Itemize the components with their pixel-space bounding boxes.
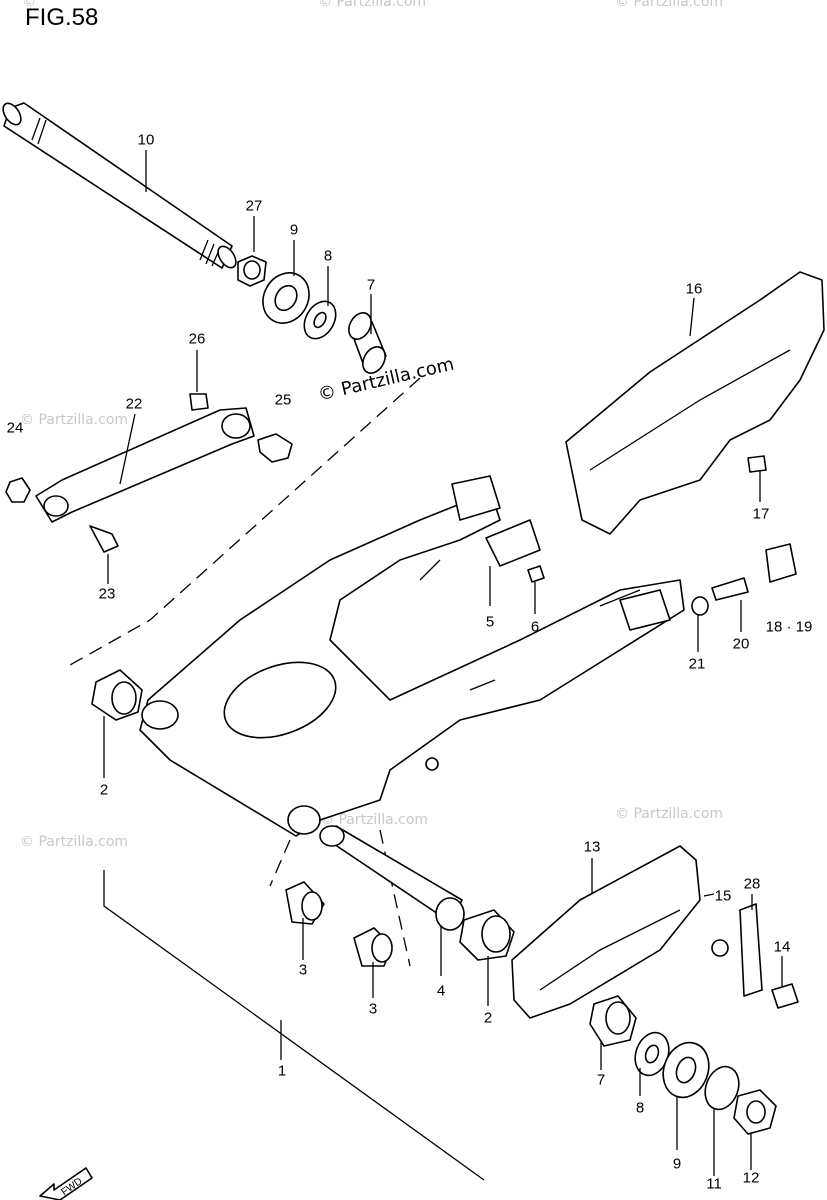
swing-arm	[139, 475, 685, 837]
watermark-bottom-center: © Partzilla.com	[320, 812, 429, 828]
leader-lines	[103, 150, 783, 1176]
callout-20: 20	[732, 635, 750, 653]
lower-pivot-hardware	[589, 995, 777, 1135]
callout-6: 6	[530, 618, 540, 636]
callout-26: 26	[188, 330, 206, 348]
upper-pivot-hardware	[237, 255, 387, 374]
callout-21: 21	[688, 655, 706, 673]
callout-9-upper: 9	[289, 221, 299, 239]
callout-7-lower: 7	[596, 1071, 606, 1089]
callout-5: 5	[485, 613, 495, 631]
assembly-line-lower	[269, 829, 411, 967]
bearing-left	[91, 669, 143, 721]
callout-12: 12	[742, 1169, 760, 1187]
watermark-top: © Partzilla.com	[318, 0, 427, 10]
callout-22: 22	[125, 395, 143, 413]
callout-25: 25	[274, 391, 292, 409]
watermark-left: © Partzilla.com	[20, 412, 129, 428]
watermark-corner: ©	[22, 0, 36, 10]
adjuster-hardware	[485, 519, 797, 616]
callout-2-right: 2	[483, 1009, 493, 1027]
callout-10: 10	[137, 131, 155, 149]
callout-27: 27	[245, 197, 263, 215]
lower-pivot-parts	[285, 825, 515, 967]
callout-3-upper: 3	[298, 961, 308, 979]
callout-11: 11	[706, 1175, 722, 1193]
callout-8-lower: 8	[635, 1099, 645, 1117]
assembly-line-upper	[69, 377, 421, 666]
figure-title: FIG.58	[25, 4, 99, 31]
callout-8-upper: 8	[323, 247, 333, 265]
chain-case	[565, 271, 825, 535]
callout-2-left: 2	[99, 781, 109, 799]
callout-14: 14	[773, 938, 791, 956]
callout-17: 17	[752, 505, 770, 523]
callout-28: 28	[743, 875, 761, 893]
watermark-bottom-left: © Partzilla.com	[20, 834, 129, 850]
pivot-axle	[2, 102, 237, 269]
callout-15: 15	[714, 887, 732, 905]
fwd-arrow-icon	[39, 1167, 93, 1200]
callout-23: 23	[98, 585, 116, 603]
part-1-bracket	[103, 870, 485, 1181]
cushion-rod-assembly	[5, 393, 293, 553]
callout-4: 4	[436, 982, 446, 1000]
watermark-bottom-right: © Partzilla.com	[615, 806, 724, 822]
callout-13: 13	[583, 838, 601, 856]
callout-9-lower: 9	[672, 1155, 682, 1173]
callout-24: 24	[6, 419, 24, 437]
callout-3-lower: 3	[368, 1000, 378, 1018]
chain-buffer	[511, 845, 799, 1019]
watermark-top-right: © Partzilla.com	[615, 0, 724, 10]
callout-18-19: 18 · 19	[765, 618, 813, 636]
callout-16: 16	[685, 280, 703, 298]
callout-7-upper: 7	[366, 276, 376, 294]
callout-1: 1	[277, 1062, 287, 1080]
